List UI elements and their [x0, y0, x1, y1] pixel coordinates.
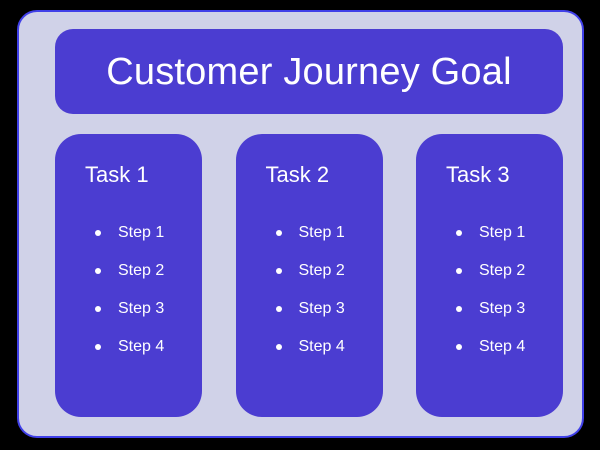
task-label-3: Task 3 — [446, 162, 510, 187]
goal-title: Customer Journey Goal — [106, 50, 512, 93]
step-item[interactable]: Step 4 — [416, 328, 563, 366]
step-item[interactable]: Step 4 — [55, 328, 202, 366]
step-label: Step 4 — [479, 338, 526, 355]
step-item[interactable]: Step 2 — [236, 252, 383, 290]
step-label: Step 3 — [479, 300, 526, 317]
goal-banner[interactable]: Customer Journey Goal — [55, 29, 563, 114]
step-item[interactable]: Step 3 — [55, 290, 202, 328]
step-label: Step 3 — [118, 300, 165, 317]
step-item[interactable]: Step 1 — [416, 214, 563, 252]
step-label: Step 2 — [298, 262, 345, 279]
bullet-dot-icon — [95, 306, 101, 312]
task-card-3[interactable]: Task 3 Step 1 Step 2 Step 3 — [416, 134, 563, 417]
step-item[interactable]: Step 1 — [55, 214, 202, 252]
task-label-1: Task 1 — [85, 162, 149, 187]
bullet-dot-icon — [95, 344, 101, 350]
bullet-dot-icon — [456, 306, 462, 312]
step-label: Step 2 — [479, 262, 526, 279]
journey-container: Customer Journey Goal Task 1 Step 1 Step… — [17, 10, 584, 438]
step-list-3: Step 1 Step 2 Step 3 Step 4 — [416, 214, 563, 366]
step-item[interactable]: Step 3 — [236, 290, 383, 328]
bullet-dot-icon — [95, 268, 101, 274]
step-item[interactable]: Step 4 — [236, 328, 383, 366]
step-label: Step 4 — [118, 338, 165, 355]
bullet-dot-icon — [275, 230, 282, 236]
bullet-dot-icon — [456, 230, 462, 236]
step-item[interactable]: Step 3 — [416, 290, 563, 328]
step-label: Step 1 — [118, 224, 165, 241]
step-list-2: Step 1 Step 2 Step 3 Step 4 — [236, 214, 383, 366]
task-card-2[interactable]: Task 2 Step 1 Step 2 Step 3 — [235, 134, 383, 417]
bullet-dot-icon — [275, 344, 282, 350]
step-item[interactable]: Step 2 — [416, 252, 563, 290]
step-label: Step 3 — [298, 300, 345, 317]
step-label: Step 1 — [298, 224, 345, 241]
step-item[interactable]: Step 2 — [55, 252, 202, 290]
bullet-dot-icon — [456, 344, 462, 350]
step-label: Step 1 — [479, 224, 526, 241]
bullet-dot-icon — [275, 268, 282, 274]
task-label-2: Task 2 — [265, 162, 330, 187]
step-list-1: Step 1 Step 2 Step 3 Step 4 — [55, 214, 202, 366]
step-item[interactable]: Step 1 — [236, 214, 383, 252]
bullet-dot-icon — [95, 230, 101, 236]
tasks-row: Task 1 Step 1 Step 2 Step 3 — [55, 134, 563, 417]
step-label: Step 2 — [118, 262, 165, 279]
step-label: Step 4 — [298, 338, 345, 355]
task-card-1[interactable]: Task 1 Step 1 Step 2 Step 3 — [55, 134, 202, 417]
bullet-dot-icon — [275, 306, 282, 312]
bullet-dot-icon — [456, 268, 462, 274]
